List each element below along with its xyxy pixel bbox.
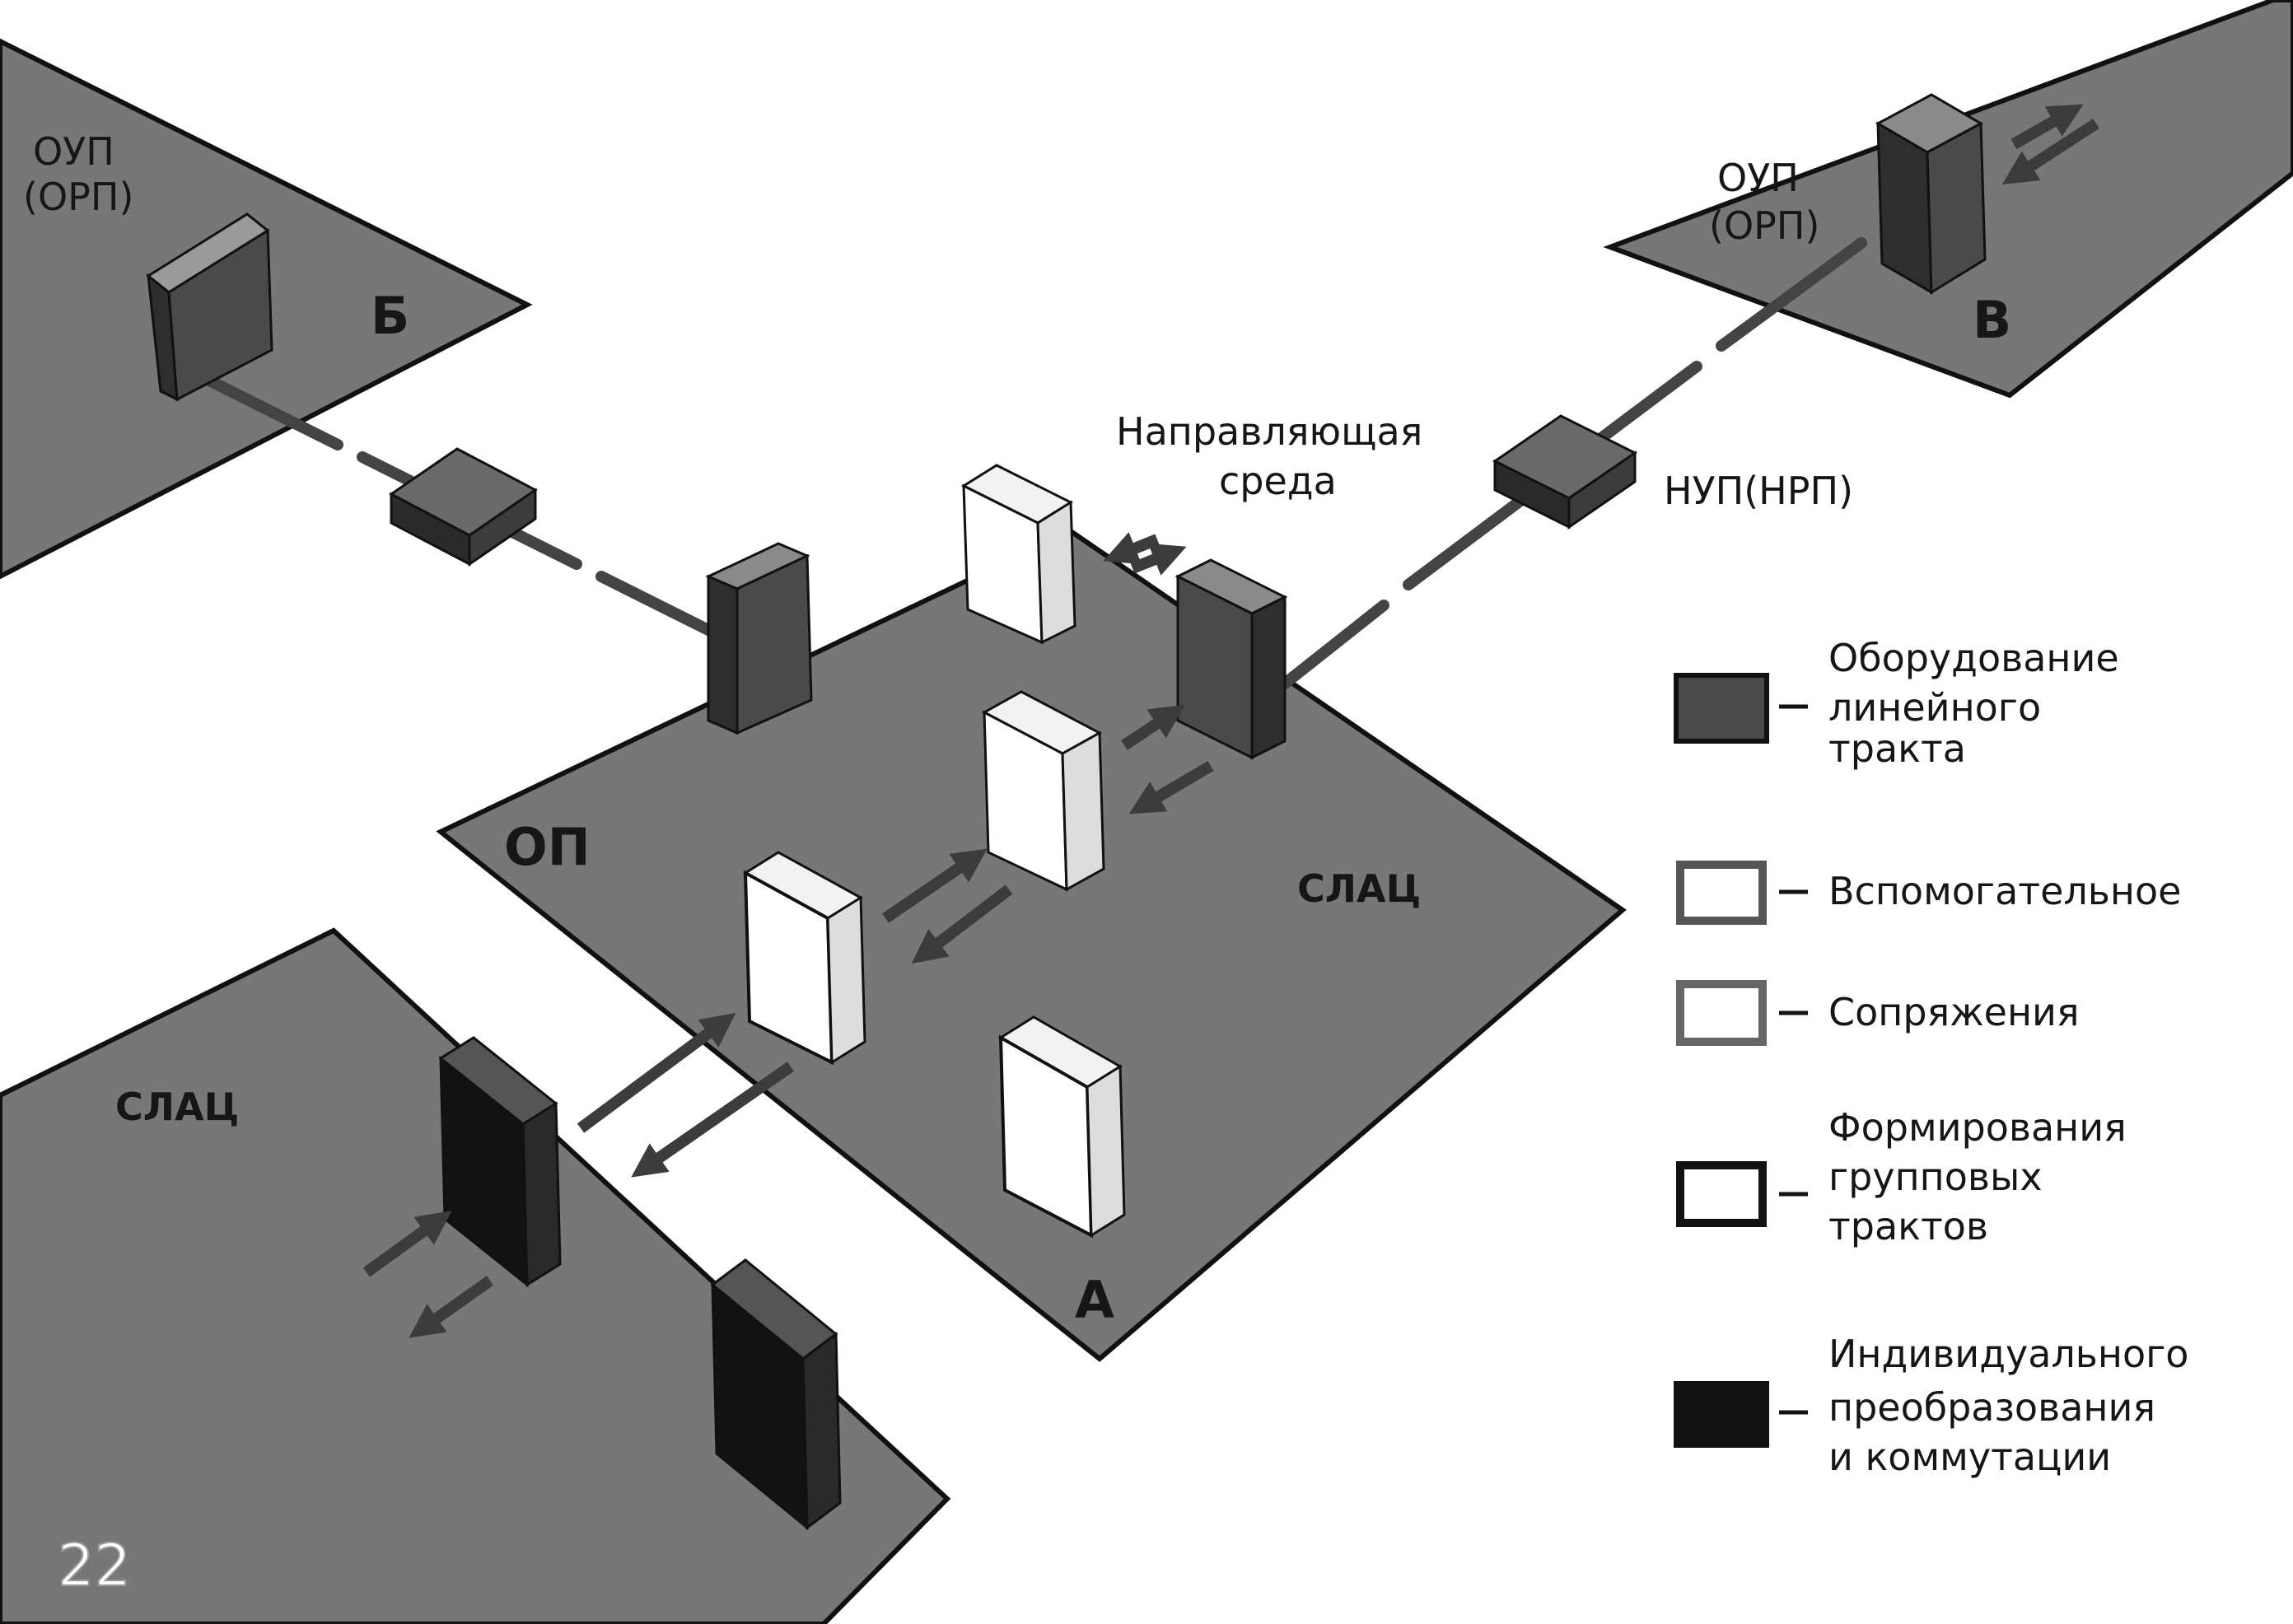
legend-label-auxiliary: Вспомогательное: [1828, 869, 2181, 913]
station-b-line-equipment: [146, 212, 273, 402]
arrow-group-1: [882, 848, 988, 923]
arrow-aux-1: [1130, 543, 1187, 576]
repeater-left: [389, 447, 538, 567]
labels: ОУП (ОРП) Б ОУП (ОРП) В Направляющая сре…: [23, 129, 2011, 1600]
op-line-equipment-right: [1175, 558, 1288, 760]
repeater-label: НУП(НРП): [1664, 469, 1853, 513]
slac-left-switching-equipment: [438, 1036, 562, 1288]
legend-item-interface: Сопряжения: [1676, 980, 2080, 1046]
slac-left-switching-equipment-2: [710, 1258, 842, 1531]
legend-swatch-switching: [1674, 1381, 1769, 1448]
legend-label-group-forming-3: трактов: [1828, 1204, 1988, 1248]
cable-right: [1279, 237, 1867, 689]
repeater-right-nup: [1492, 414, 1637, 530]
legend-label-group-forming-2: групповых: [1828, 1155, 2043, 1199]
legend-label-switching-3: и коммутации: [1828, 1435, 2111, 1479]
legend-label-group-forming-1: Формирования: [1828, 1105, 2127, 1150]
cables: [192, 237, 1867, 689]
arrow-slac-2: [409, 1276, 494, 1338]
legend-swatch-interface: [1676, 980, 1767, 1046]
legend-label-line-equipment-2: линейного: [1828, 685, 2041, 730]
station-b-title: ОУП: [33, 129, 114, 174]
op-group-forming-equipment-2: [998, 1015, 1126, 1239]
medium-label-line1: Направляющая: [1116, 409, 1422, 454]
arrow-b-to-v-2: [2001, 119, 2099, 185]
station-v-title: ОУП: [1717, 156, 1799, 200]
terminal-letter: А: [1075, 1270, 1114, 1330]
legend-item-group-forming: Формирования групповых трактов: [1676, 1105, 2127, 1248]
legend-label-line-equipment-3: тракта: [1828, 726, 1966, 771]
arrow-interface-2: [1128, 760, 1214, 814]
terminal-label: ОП: [504, 817, 591, 877]
station-v-line-equipment: [1875, 93, 1987, 295]
arrow-group-2: [911, 884, 1013, 964]
legend-item-line-equipment: Оборудование линейного тракта: [1674, 636, 2119, 771]
arrow-interface-1: [1121, 704, 1185, 750]
op-line-equipment-left: [705, 542, 813, 735]
arrow-switch-1: [577, 1012, 736, 1133]
legend-label-line-equipment-1: Оборудование: [1828, 636, 2119, 680]
legend-label-switching-2: преобразования: [1828, 1385, 2155, 1430]
legend-item-auxiliary: Вспомогательное: [1676, 861, 2181, 925]
legend-item-switching: Индивидуального преобразования и коммута…: [1674, 1332, 2188, 1479]
signal-arrows: [362, 104, 2099, 1338]
op-auxiliary-equipment: [960, 464, 1076, 645]
station-v-letter: В: [1973, 290, 2011, 350]
arrow-switch-2: [631, 1062, 794, 1178]
page-number: 22: [58, 1532, 131, 1599]
arrow-aux-2: [1103, 532, 1160, 565]
slac-left-platform: [0, 927, 951, 1624]
slac-left-label: СЛАЦ: [115, 1085, 239, 1129]
op-group-forming-equipment: [743, 851, 866, 1066]
terminal-platform-op: [436, 528, 1627, 1362]
arrow-b-to-v-1: [2010, 104, 2084, 150]
station-v-subtitle: (ОРП): [1709, 203, 1819, 248]
medium-label-line2: среда: [1219, 459, 1337, 503]
slac-right-label: СЛАЦ: [1297, 866, 1421, 911]
legend: Оборудование линейного тракта Вспомогате…: [1674, 636, 2188, 1479]
legend-label-interface: Сопряжения: [1828, 990, 2080, 1034]
op-interface-equipment: [981, 690, 1105, 892]
legend-label-switching-1: Индивидуального: [1828, 1332, 2188, 1376]
station-b-subtitle: (ОРП): [23, 175, 133, 219]
station-b-letter: Б: [371, 286, 409, 346]
legend-swatch-group-forming: [1676, 1161, 1767, 1227]
arrow-slac-1: [362, 1211, 452, 1277]
legend-swatch-line-equipment: [1674, 673, 1769, 744]
legend-swatch-auxiliary: [1676, 861, 1767, 925]
